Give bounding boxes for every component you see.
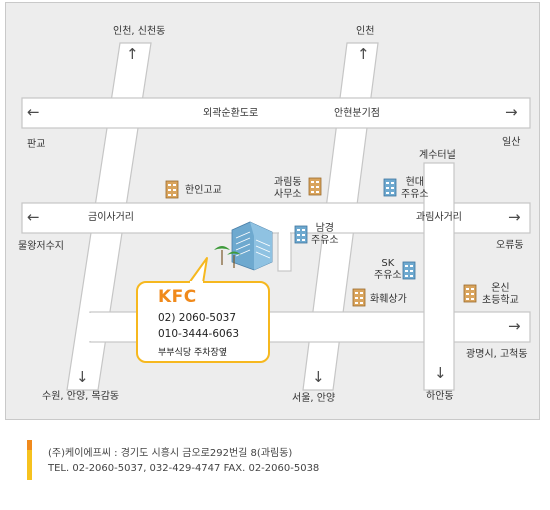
label-incheon-sincheon: 인천, 신천동 xyxy=(113,26,166,37)
label-office-line1: 과림동 xyxy=(274,177,302,188)
school-icon xyxy=(463,284,477,303)
label-sk-line1: SK xyxy=(381,258,395,269)
label-sk-gas: SK 주유소 xyxy=(374,258,402,282)
label-geumi-crossroad: 금이사거리 xyxy=(88,212,134,223)
road-stub xyxy=(277,232,292,272)
label-mulwang: 물왕저수지 xyxy=(18,241,64,252)
arrow-up-icon: ↑ xyxy=(357,45,370,63)
footer-address: (주)케이에프씨 : 경기도 시흥시 금오로292번길 8(과림동) xyxy=(48,448,293,459)
arrow-right-icon: → xyxy=(508,208,521,226)
arrow-up-icon: ↑ xyxy=(126,45,139,63)
label-seoul: 서울, 안양 xyxy=(292,393,336,404)
footer-accent-bar xyxy=(27,440,32,450)
label-onsin-school: 온신 초등학교 xyxy=(482,283,519,307)
label-junction: 안현분기점 xyxy=(334,108,380,119)
label-hanin-school: 한인고교 xyxy=(185,185,222,196)
label-office: 과림동 사무소 xyxy=(274,177,302,201)
label-namgyeong-line2: 주유소 xyxy=(311,235,339,246)
label-namgyeong-gas: 남경 주유소 xyxy=(311,223,339,247)
label-flower-market: 화훼상가 xyxy=(370,294,407,305)
label-gwangmyeong: 광명시, 고척동 xyxy=(466,349,528,360)
building-icon xyxy=(308,177,322,196)
label-gyesu-tunnel: 계수터널 xyxy=(419,150,456,161)
label-ring-road: 외곽순환도로 xyxy=(203,108,259,119)
arrow-down-icon: ↓ xyxy=(434,364,447,382)
gas-station-icon xyxy=(383,178,397,197)
label-sk-line2: 주유소 xyxy=(374,270,402,281)
arrow-right-icon: → xyxy=(505,103,518,121)
label-suwon: 수원, 안양, 목감동 xyxy=(42,391,120,402)
label-incheon: 인천 xyxy=(356,26,375,37)
kfc-building-icon xyxy=(214,221,273,271)
label-ilsan: 일산 xyxy=(502,137,521,148)
gas-station-icon xyxy=(294,225,308,244)
label-pangyo: 판교 xyxy=(27,139,46,150)
label-gwarim-crossroad: 과림사거리 xyxy=(416,212,462,223)
kfc-phone-mobile: 010-3444-6063 xyxy=(158,328,240,340)
road-ring xyxy=(21,97,531,129)
label-hyundai-line2: 주유소 xyxy=(401,189,429,200)
gas-station-icon xyxy=(402,261,416,280)
kfc-info-callout: KFC 02) 2060-5037 010-3444-6063 부부식당 주차장… xyxy=(136,281,270,363)
label-oryu: 오류동 xyxy=(496,240,524,251)
arrow-left-icon: ← xyxy=(27,208,40,226)
kfc-title: KFC xyxy=(158,287,197,307)
road-map xyxy=(21,42,531,391)
arrow-down-icon: ↓ xyxy=(76,368,89,386)
arrow-left-icon: ← xyxy=(27,103,40,121)
arrow-right-icon: → xyxy=(508,317,521,335)
building-icon xyxy=(352,288,366,307)
label-onsin-line2: 초등학교 xyxy=(482,295,519,306)
footer-accent-bar xyxy=(27,450,32,480)
road-vertical-right xyxy=(423,162,455,391)
label-office-line2: 사무소 xyxy=(274,189,302,200)
label-hyundai-line1: 현대 xyxy=(405,177,424,188)
callout-tail-patch xyxy=(190,281,203,284)
callout-tail xyxy=(188,257,208,284)
label-onsin-line1: 온신 xyxy=(491,283,510,294)
label-haan: 하안동 xyxy=(426,391,454,402)
building-icon xyxy=(165,180,179,199)
kfc-phone-office: 02) 2060-5037 xyxy=(158,312,237,324)
footer-contact: TEL. 02-2060-5037, 032-429-4747 FAX. 02-… xyxy=(48,463,320,474)
label-hyundai-gas: 현대 주유소 xyxy=(401,177,429,201)
arrow-down-icon: ↓ xyxy=(312,368,325,386)
label-namgyeong-line1: 남경 xyxy=(315,223,334,234)
kfc-location-note: 부부식당 주차장옆 xyxy=(158,348,228,358)
